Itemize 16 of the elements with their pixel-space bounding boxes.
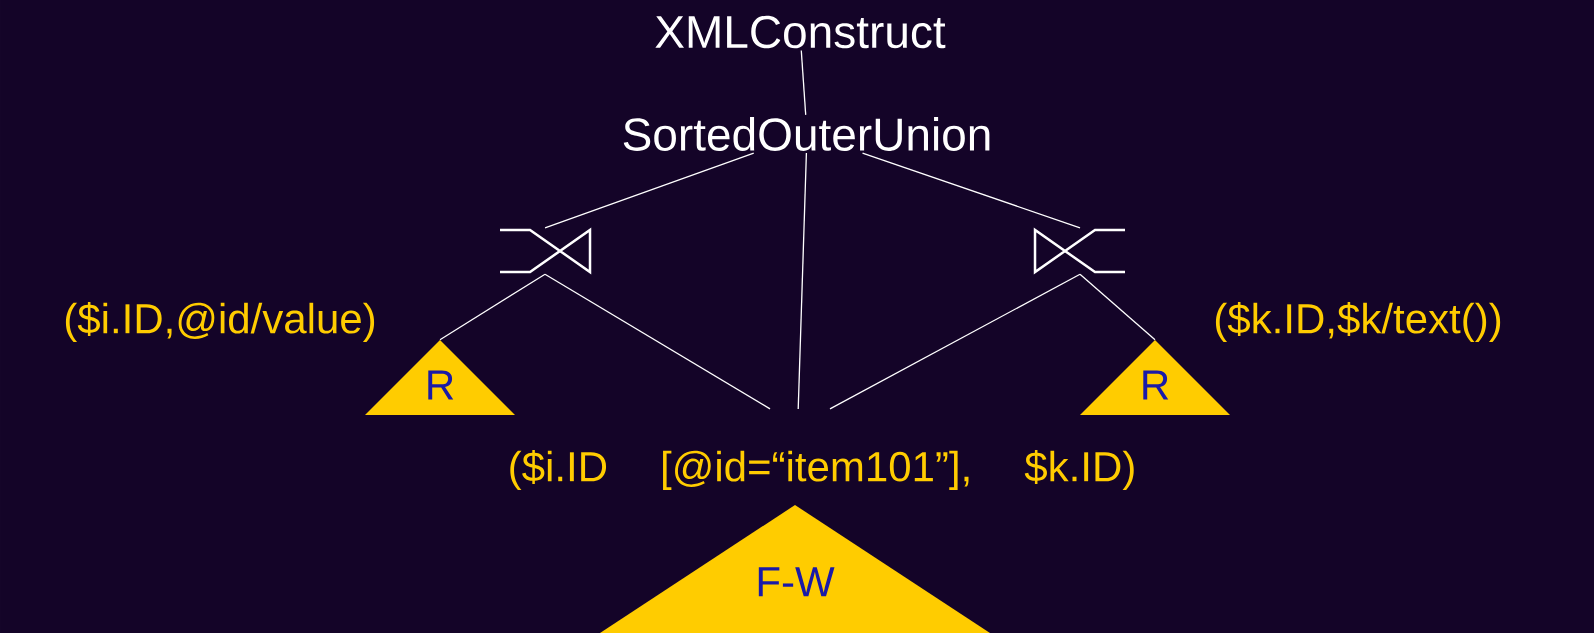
connector-line (800, 49, 807, 116)
connector-line (1079, 273, 1156, 341)
connector-line (861, 152, 1081, 229)
join-symbol (1033, 227, 1125, 275)
join-symbol (500, 227, 592, 275)
beside-label: ($k.ID,$k/text()) (1215, 302, 1501, 342)
connector-line (797, 152, 808, 410)
beside-label: ($i.ID,@id/value) (65, 302, 375, 342)
connector-line (544, 152, 755, 229)
connector-line (829, 273, 1081, 410)
predicate-text: ($i.ID [@id=“item101”], $k.ID) (510, 450, 1134, 490)
node-label: SortedOuterUnion (623, 117, 990, 151)
connector-line (544, 273, 771, 410)
triangle: F-W (600, 505, 990, 633)
node-label: XMLConstruct (655, 15, 946, 49)
connector-line (439, 273, 546, 341)
